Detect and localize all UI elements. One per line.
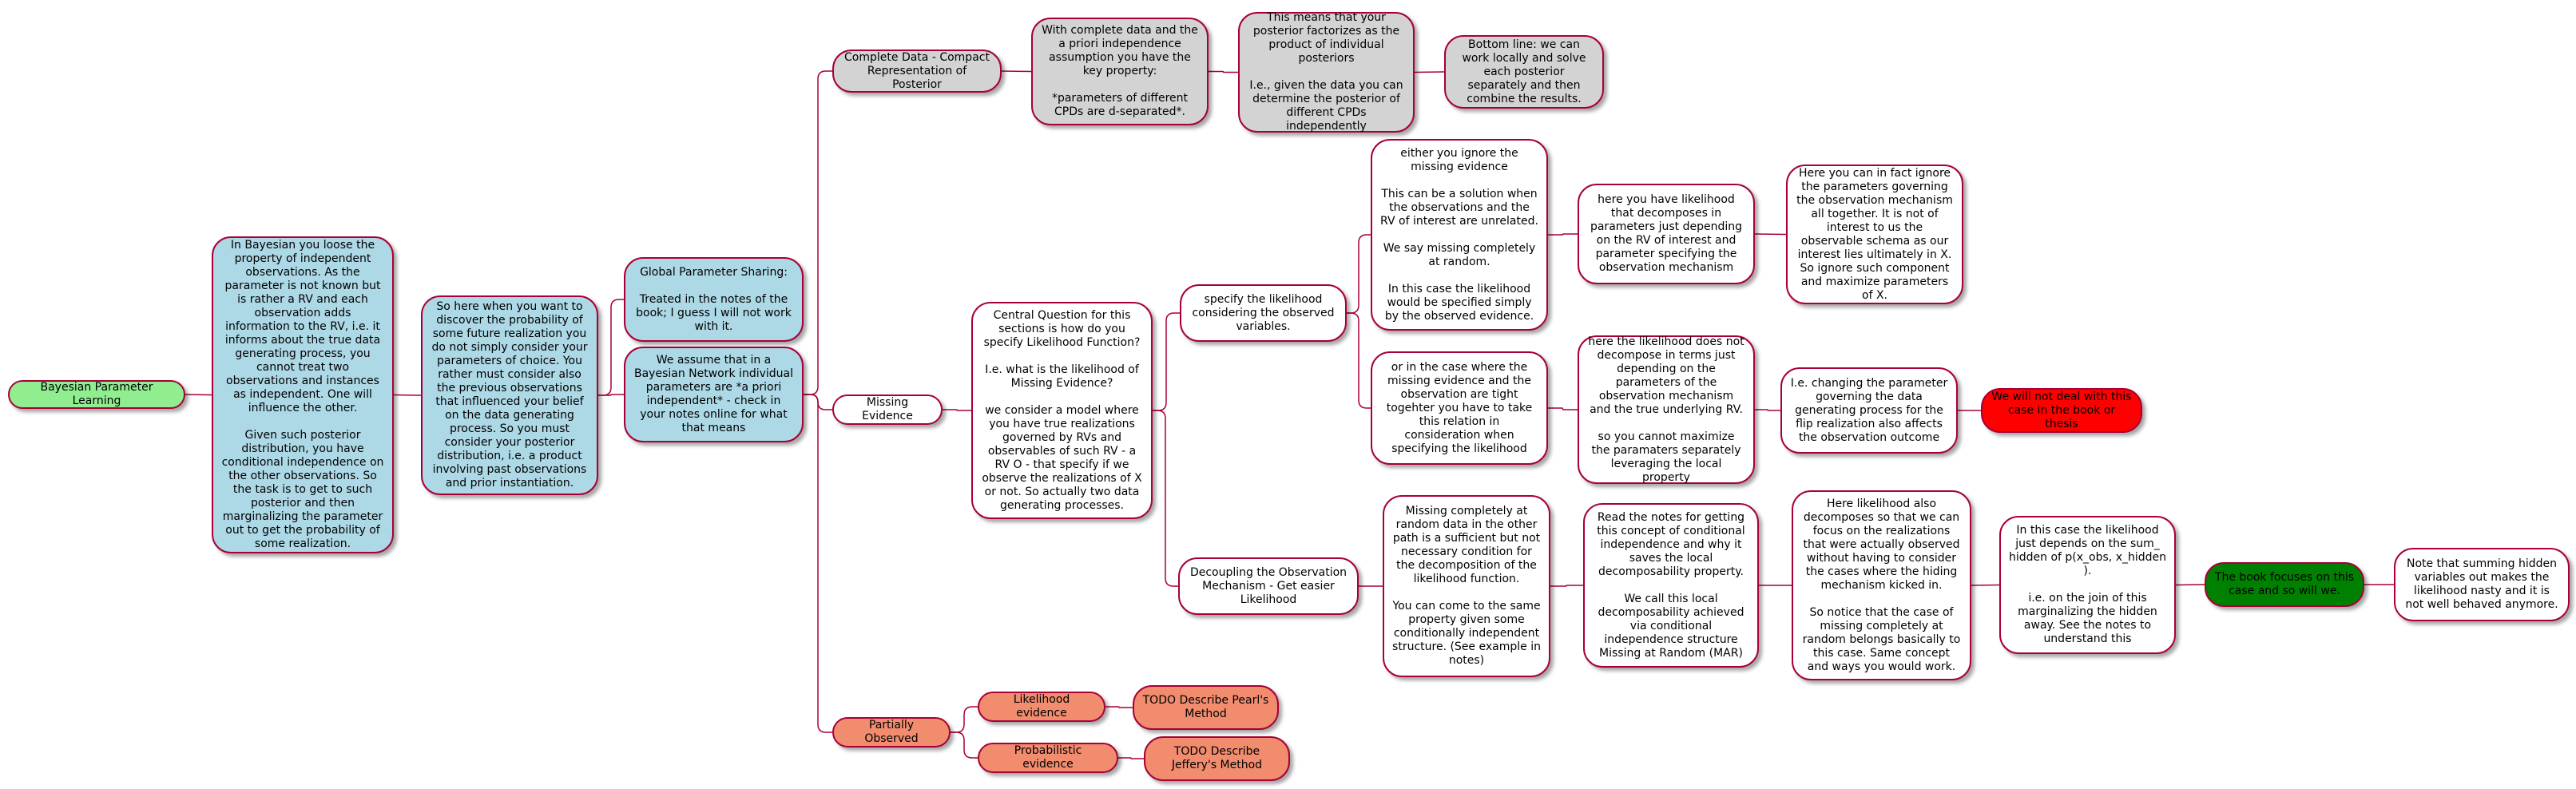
likelihood-evidence-node: Likelihood evidence [978, 692, 1105, 722]
global-parameter-sharing-node: Global Parameter Sharing: Treated in the… [624, 257, 804, 342]
connector-line [598, 394, 624, 396]
partially-observed-node: Partially Observed [832, 717, 951, 747]
connector-line [1153, 312, 1180, 411]
changing-parameter-node: I.e. changing the parameter governing th… [1780, 367, 1958, 454]
not-decompose-node: here the likelihood does not decompose i… [1578, 335, 1755, 484]
connector-line [1971, 584, 2000, 586]
connector-line [1001, 70, 1032, 73]
intro-node: In Bayesian you loose the property of in… [212, 236, 394, 553]
connector-line [1347, 312, 1371, 409]
root-node: Bayesian Parameter Learning [8, 380, 185, 409]
probabilistic-evidence-node: Probabilistic evidence [978, 743, 1118, 773]
complete-data-key-property-node: With complete data and the a priori inde… [1031, 18, 1209, 125]
central-question-node: Central Question for this sections is ho… [971, 302, 1153, 519]
pearl-method-node: TODO Describe Pearl's Method [1133, 685, 1279, 730]
connector-line [1550, 585, 1583, 587]
connector-line [1347, 234, 1371, 314]
future-realization-node: So here when you want to discover the pr… [421, 295, 598, 495]
here-likelihood-node: Here likelihood also decomposes so that … [1792, 490, 1971, 680]
sum-hidden-node: In this case the likelihood just depends… [1999, 516, 2176, 654]
jeffery-method-node: TODO Describe Jeffery's Method [1144, 736, 1290, 781]
not-deal-node: We will not deal with this case in the b… [1981, 388, 2142, 433]
connector-line [804, 70, 832, 395]
connector-line [951, 732, 978, 759]
summing-hidden-node: Note that summing hidden variables out m… [2394, 548, 2570, 621]
connector-line [951, 706, 978, 733]
complete-data-node: Complete Data - Compact Representation o… [832, 50, 1002, 93]
connector-line [598, 299, 624, 396]
read-notes-node: Read the notes for getting this concept … [1583, 503, 1759, 668]
connector-line [804, 394, 832, 733]
connector-line [1118, 757, 1144, 759]
connector-line [1754, 233, 1787, 236]
connector-line [1414, 71, 1445, 73]
connector-line [1153, 410, 1178, 587]
connector-line [1548, 233, 1578, 236]
connector-line [1209, 70, 1238, 73]
a-priori-independence-node: We assume that in a Bayesian Network ind… [624, 347, 804, 442]
bottom-line-node: Bottom line: we can work locally and sol… [1444, 35, 1604, 109]
book-focuses-node: The book focuses on this case and so wil… [2205, 562, 2364, 607]
ignore-parameters-node: Here you can in fact ignore the paramete… [1786, 165, 1963, 304]
connector-line [1105, 706, 1133, 708]
tight-together-node: or in the case where the missing evidenc… [1371, 351, 1548, 465]
decoupling-node: Decoupling the Observation Mechanism - G… [1178, 557, 1359, 615]
connector-line [1548, 407, 1578, 410]
posterior-factorizes-node: This means that your posterior factorize… [1238, 11, 1415, 133]
likelihood-decomposes-node: here you have likelihood that decomposes… [1578, 184, 1755, 284]
mcar-sufficient-node: Missing completely at random data in the… [1383, 495, 1550, 677]
connector-line [393, 394, 422, 396]
specify-likelihood-node: specify the likelihood considering the o… [1180, 284, 1347, 342]
ignore-missing-evidence-node: either you ignore the missing evidence T… [1371, 139, 1548, 331]
connector-line [185, 394, 212, 396]
missing-evidence-node: Missing Evidence [832, 394, 943, 425]
